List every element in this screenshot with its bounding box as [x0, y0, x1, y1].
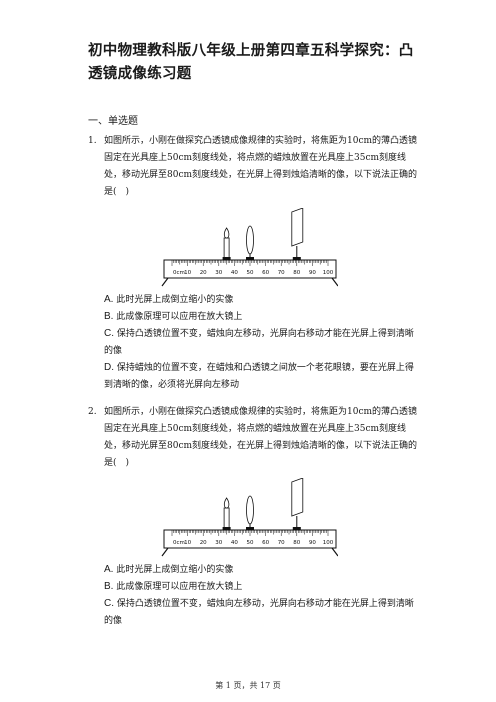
option-text: 保持凸透镜位置不变，蜡烛向左移动，光屏向右移动才能在光屏上得到清晰的像: [104, 599, 414, 626]
option-text: 此成像原理可以应用在放大镜上: [116, 312, 243, 322]
option-2b[interactable]: B. 此成像原理可以应用在放大镜上: [104, 578, 419, 596]
scale-tick-label: 60: [262, 270, 269, 276]
option-1c[interactable]: C. 保持凸透镜位置不变，蜡烛向左移动，光屏向右移动才能在光屏上得到清晰的像: [104, 325, 419, 360]
scale-tick-label: 40: [231, 270, 238, 276]
scale-tick-label: 10: [184, 540, 191, 546]
option-text: 保持凸透镜位置不变，蜡烛向左移动，光屏向右移动才能在光屏上得到清晰的像: [104, 329, 414, 356]
option-text: 此时光屏上成倒立缩小的实像: [116, 565, 234, 575]
option-letter: A.: [104, 564, 114, 575]
question-number: 2.: [88, 407, 97, 417]
option-letter: B.: [104, 311, 114, 322]
screen-holder: [292, 527, 301, 530]
candle-body: [223, 237, 230, 259]
option-text: 此时光屏上成倒立缩小的实像: [116, 295, 234, 305]
scale-tick-label: 100: [323, 270, 334, 276]
bench-leg-right: [331, 277, 339, 287]
scale-tick-label: 60: [262, 540, 269, 546]
scale-tick-label: 80: [293, 540, 300, 546]
option-letter: D.: [104, 362, 114, 373]
light-screen: [291, 477, 304, 517]
convex-lens: [246, 495, 254, 525]
scale-unit-label: 0cm: [173, 270, 185, 276]
option-text: 此成像原理可以应用在放大镜上: [116, 582, 243, 592]
question-number: 1.: [88, 136, 97, 146]
page-title: 初中物理教科版八年级上册第四章五科学探究：凸透镜成像练习题: [88, 43, 414, 82]
lens-holder: [246, 257, 254, 260]
candle-holder: [222, 527, 231, 530]
scale-tick-label: 70: [278, 270, 285, 276]
option-1a[interactable]: A. 此时光屏上成倒立缩小的实像: [104, 291, 419, 309]
option-letter: A.: [104, 294, 114, 305]
bench-leg-left: [161, 547, 169, 557]
option-2c[interactable]: C. 保持凸透镜位置不变，蜡烛向左移动，光屏向右移动才能在光屏上得到清晰的像: [104, 595, 419, 630]
candle-body: [223, 507, 230, 529]
scale-unit-label: 0cm: [173, 540, 185, 546]
lens-holder: [246, 527, 254, 530]
scale-tick-label: 100: [323, 540, 334, 546]
bench-leg-right: [331, 547, 339, 557]
option-1d[interactable]: D. 保持蜡烛的位置不变，在蜡烛和凸透镜之间放一个老花眼镜，要在光屏上得到清晰的…: [104, 359, 419, 394]
question-2: 2. 如图所示，小刚在做探究凸透镜成像规律的实验时，将焦距为10cm的薄凸透镜固…: [88, 404, 418, 472]
option-letter: C.: [104, 328, 114, 339]
convex-lens: [246, 225, 254, 255]
scale-tick-label: 90: [309, 540, 316, 546]
scale-tick-label: 50: [247, 270, 254, 276]
option-letter: C.: [104, 598, 114, 609]
scale-tick-label: 90: [309, 270, 316, 276]
scale-tick-label: 70: [278, 540, 285, 546]
scale-tick-label: 40: [231, 540, 238, 546]
option-text: 保持蜡烛的位置不变，在蜡烛和凸透镜之间放一个老花眼镜，要在光屏上得到清晰的像，必…: [104, 363, 414, 390]
question-stem: 如图所示，小刚在做探究凸透镜成像规律的实验时，将焦距为10cm的薄凸透镜固定在光…: [104, 136, 418, 197]
option-letter: B.: [104, 581, 114, 592]
scale-tick-label: 50: [247, 540, 254, 546]
scale-tick-label: 30: [215, 540, 222, 546]
option-1b[interactable]: B. 此成像原理可以应用在放大镜上: [104, 308, 419, 326]
page-footer: 第 1 页，共 17 页: [215, 681, 281, 690]
scale-tick-label: 20: [200, 540, 207, 546]
question-stem: 如图所示，小刚在做探究凸透镜成像规律的实验时，将焦距为10cm的薄凸透镜固定在光…: [104, 407, 418, 468]
candle-holder: [222, 257, 231, 260]
scale-tick-label: 30: [215, 270, 222, 276]
bench-leg-left: [161, 277, 169, 287]
scale-tick-label: 10: [184, 270, 191, 276]
screen-holder: [292, 257, 301, 260]
section-heading: 一、单选题: [88, 116, 138, 127]
question-1: 1. 如图所示，小刚在做探究凸透镜成像规律的实验时，将焦距为10cm的薄凸透镜固…: [88, 133, 418, 201]
option-2a[interactable]: A. 此时光屏上成倒立缩小的实像: [104, 561, 419, 579]
light-screen: [291, 207, 304, 247]
candle-flame: [223, 227, 230, 239]
scale-tick-label: 80: [293, 270, 300, 276]
scale-tick-label: 20: [200, 270, 207, 276]
candle-flame: [223, 497, 230, 509]
